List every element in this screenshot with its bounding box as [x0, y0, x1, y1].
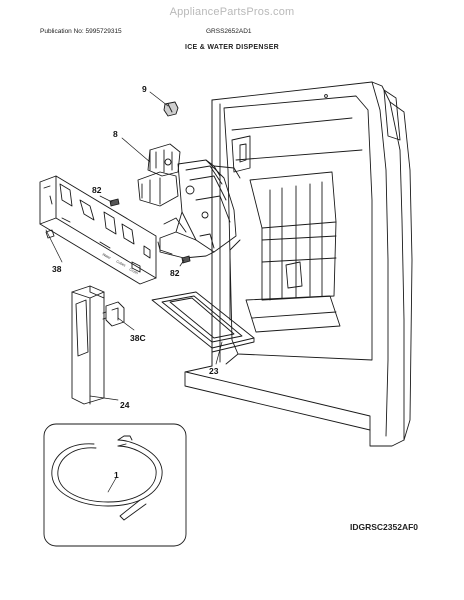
callout-23: 23: [209, 366, 219, 376]
publication-number: Publication No: 5995729315: [40, 28, 122, 35]
panel-label-water: Water: [102, 252, 113, 260]
screw-82-upper: [109, 198, 120, 207]
drip-tray-23: [151, 291, 255, 353]
door-cabinet: [184, 81, 413, 447]
dispenser-actuator-assembly: [137, 143, 241, 259]
switch-38c: [102, 301, 125, 327]
callout-82-lower: 82: [170, 268, 180, 278]
leader-lines: [45, 91, 223, 493]
document-id: IDGRSC2352AF0: [350, 522, 419, 532]
callout-9: 9: [142, 84, 147, 94]
callout-1: 1: [114, 470, 119, 480]
callout-38: 38: [52, 264, 62, 274]
page-title: ICE & WATER DISPENSER: [184, 44, 280, 51]
screw-82-lower: [181, 255, 191, 264]
control-panel-board: Water Cubes Crush: [39, 175, 157, 285]
watermark: AppliancePartsPros.com: [169, 6, 295, 18]
callout-8: 8: [113, 129, 118, 139]
callout-38c: 38C: [130, 333, 146, 343]
panel-label-cubes: Cubes: [116, 259, 127, 267]
callout-24: 24: [120, 400, 130, 410]
model-number: GRSS2652AD1: [206, 28, 252, 35]
callout-82-upper: 82: [92, 185, 102, 195]
water-tube-kit: [43, 423, 187, 547]
panel-label-crush: Crush: [129, 267, 139, 275]
actuator-paddle-24: [71, 285, 105, 405]
